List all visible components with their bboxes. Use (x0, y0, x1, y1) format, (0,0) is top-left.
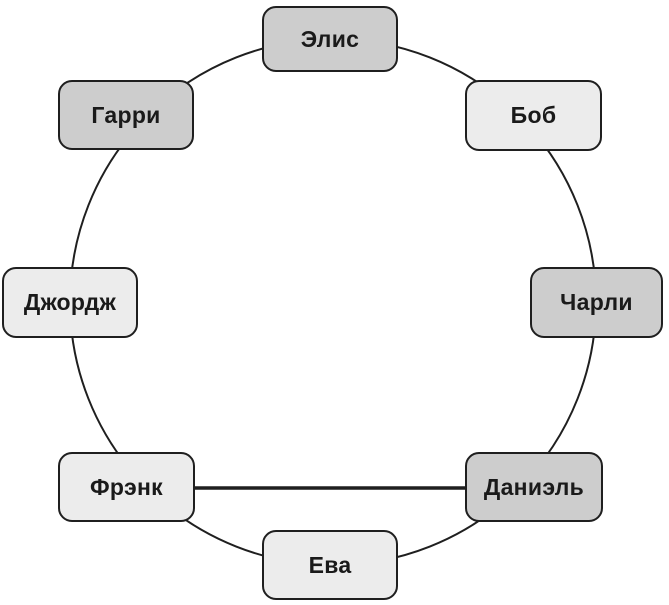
node-bob: Боб (465, 80, 602, 151)
node-george: Джордж (2, 267, 138, 338)
node-charlie: Чарли (530, 267, 663, 338)
node-eva: Ева (262, 530, 398, 600)
node-alice: Элис (262, 6, 398, 72)
node-bob-label: Боб (510, 102, 557, 128)
node-frank: Фрэнк (58, 452, 195, 522)
node-frank-label: Фрэнк (90, 473, 163, 500)
node-george-label: Джордж (23, 289, 117, 315)
node-daniel: Даниэль (465, 452, 603, 522)
node-eva-label: Ева (308, 551, 352, 578)
node-daniel-label: Даниэль (483, 473, 585, 500)
node-harry: Гарри (58, 80, 194, 150)
node-alice-label: Элис (300, 25, 360, 52)
node-harry-label: Гарри (91, 101, 161, 128)
node-charlie-label: Чарли (560, 289, 633, 315)
